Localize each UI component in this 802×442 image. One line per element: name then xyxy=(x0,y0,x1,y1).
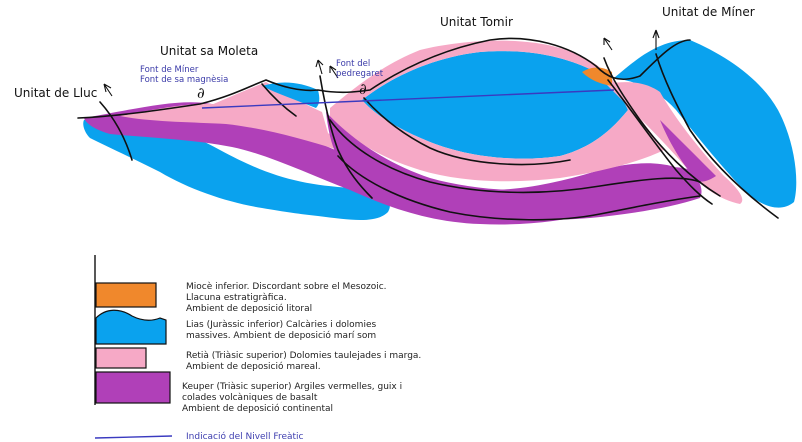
sa-moleta-pink xyxy=(200,82,330,140)
spring-miner-line2: Font de sa magnèsia xyxy=(140,74,228,85)
spring-miner-line1: Font de Míner xyxy=(140,65,199,75)
lias-miner xyxy=(614,40,797,208)
fault-tomir-base xyxy=(337,155,701,221)
legend-miocene-line1: Miocè inferior. Discordant sobre el Meso… xyxy=(186,281,387,292)
fault-sa-moleta-top xyxy=(261,83,297,117)
legend: Miocè inferior. Discordant sobre el Meso… xyxy=(94,255,421,442)
label-unitat-tomir: Unitat Tomir xyxy=(440,15,513,29)
fault-miner-mid xyxy=(607,79,713,205)
fault-lluc xyxy=(99,101,133,161)
movement-arrows xyxy=(103,29,660,97)
legend-swatch-keuper xyxy=(95,371,171,404)
spring-pedregaret-symbol: ∂ xyxy=(359,80,367,98)
retia-tomir xyxy=(330,40,664,182)
miocene-patch xyxy=(582,67,612,86)
legend-keuper-line2: colades volcàniques de basalt xyxy=(182,393,318,403)
arrow-tomir-east xyxy=(603,37,613,51)
arrow-sa-moleta xyxy=(315,59,324,75)
legend-keuper-line1: Keuper (Triàsic superior) Argiles vermel… xyxy=(182,382,402,392)
legend-keuper-line3: Ambient de deposició continental xyxy=(182,403,333,414)
lias-spill-left xyxy=(83,116,390,220)
fault-miner-west xyxy=(603,57,721,197)
keuper-tomir xyxy=(326,112,702,220)
legend-water-table-label: Indicació del Nivell Freàtic xyxy=(186,431,304,442)
lias-tomir xyxy=(362,51,628,159)
topography-line xyxy=(77,37,691,119)
arrow-pedregaret xyxy=(329,65,339,79)
water-table-line xyxy=(201,89,615,109)
spring-pedregaret-line2: pedregaret xyxy=(336,69,384,79)
legend-retia-line1: Retià (Triàsic superior) Dolomies taulej… xyxy=(186,351,421,361)
fault-miner-east xyxy=(655,53,779,219)
fault-tomir-inner xyxy=(363,97,571,166)
keuper-miner xyxy=(660,120,716,182)
retia-band-left xyxy=(120,103,338,150)
legend-miocene-line2: Llacuna estratigràfica. xyxy=(186,293,287,303)
label-unitat-miner: Unitat de Míner xyxy=(662,5,755,19)
legend-water-table-line xyxy=(94,435,173,439)
arrow-miner xyxy=(652,29,660,50)
legend-miocene-line3: Ambient de deposició litoral xyxy=(186,303,312,314)
legend-swatch-lias xyxy=(95,309,167,345)
spring-miner-symbol: ∂ xyxy=(197,84,205,102)
fault-sa-moleta xyxy=(319,75,373,199)
legend-retia-line2: Ambient de deposició mareal. xyxy=(186,361,321,372)
legend-swatch-retia xyxy=(95,347,147,369)
outline-lines xyxy=(77,37,779,221)
sa-moleta-blue xyxy=(262,82,320,108)
spring-pedregaret-line1: Font del xyxy=(336,59,370,69)
fault-tomir-outer xyxy=(329,119,701,194)
label-unitat-sa-moleta: Unitat sa Moleta xyxy=(160,44,258,58)
legend-lias-line2: massives. Ambient de deposició marí som xyxy=(186,330,376,341)
arrow-lluc xyxy=(103,83,113,97)
legend-swatch-miocene xyxy=(95,282,157,308)
legend-lias-line1: Lias (Juràssic inferior) Calcàries i dol… xyxy=(186,320,376,330)
label-unitat-lluc: Unitat de Lluc xyxy=(14,86,97,100)
